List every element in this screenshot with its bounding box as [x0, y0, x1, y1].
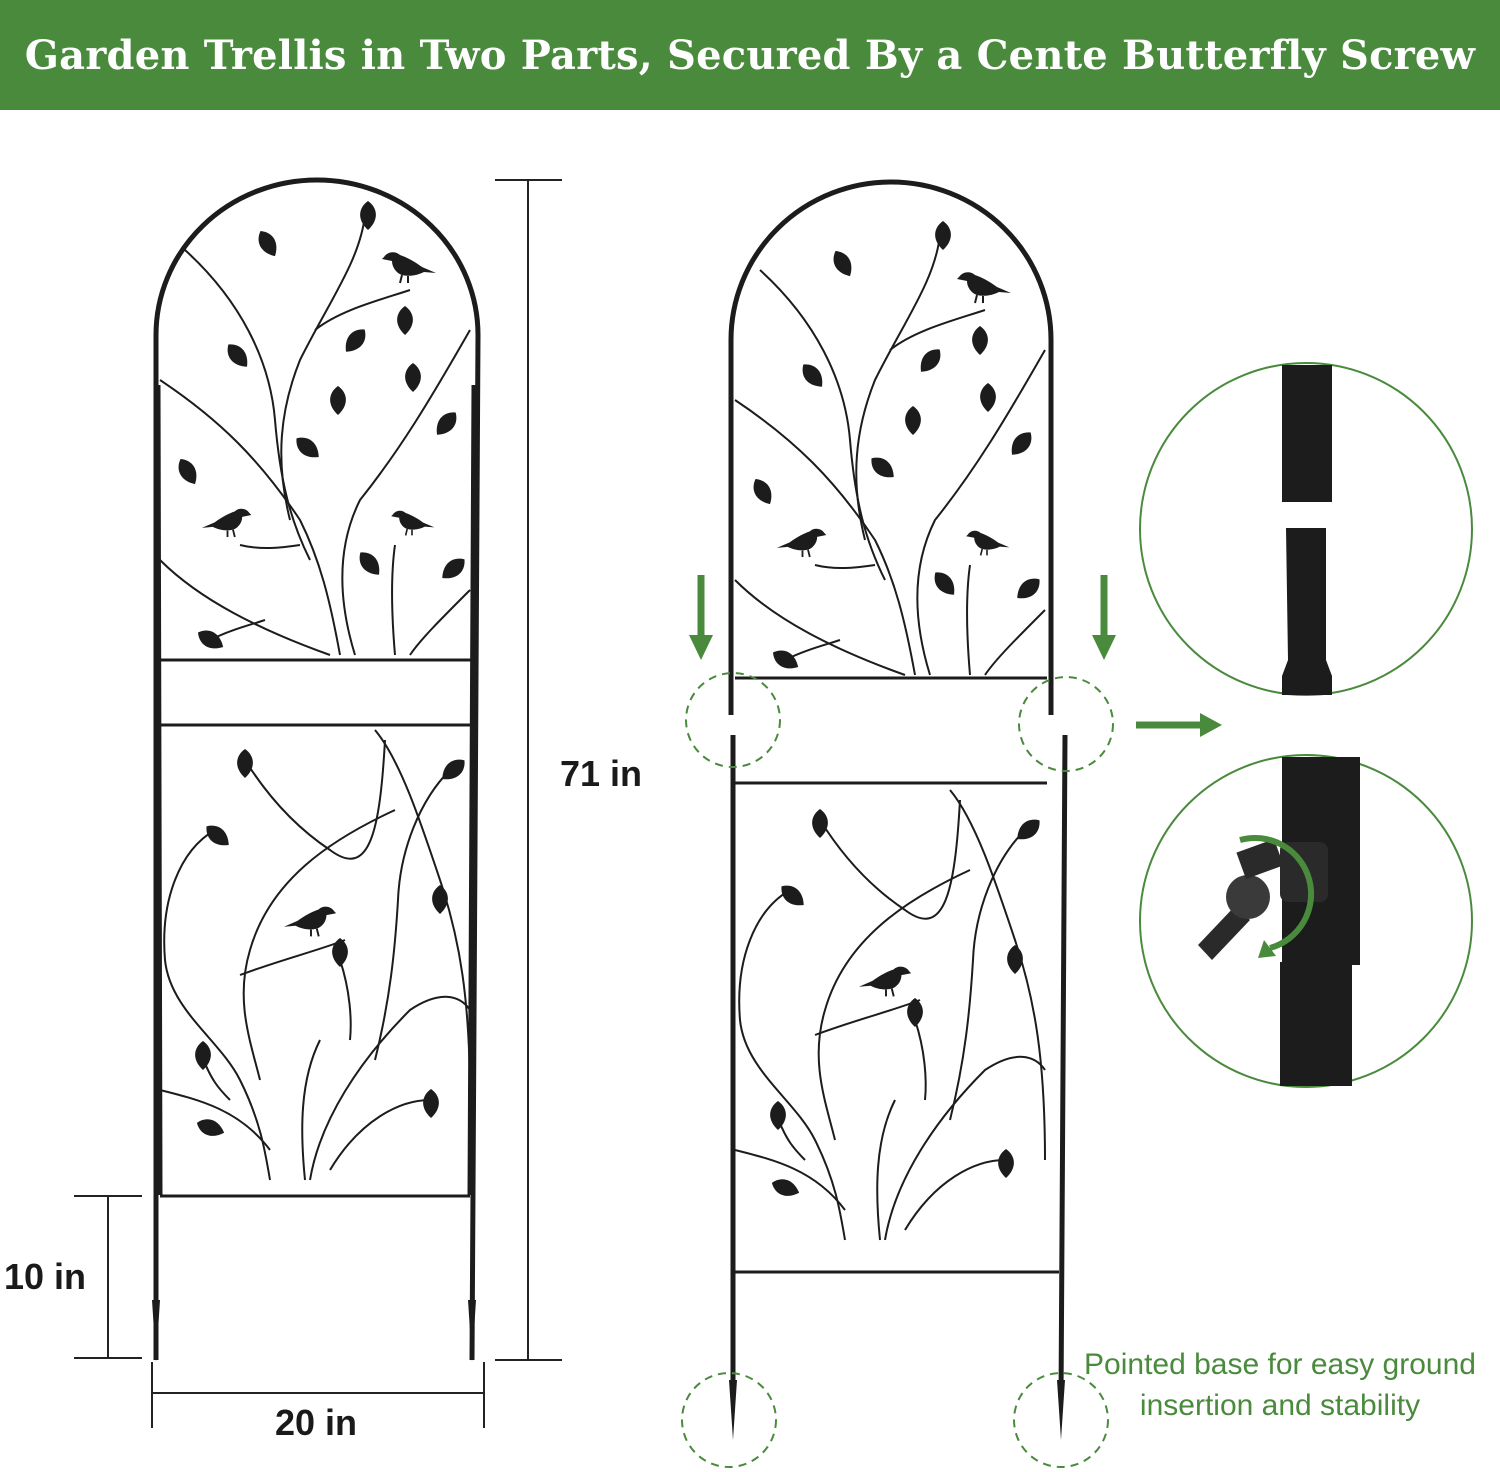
- width-dimension-label: 20 in: [275, 1402, 358, 1443]
- joint-highlights: [681, 672, 1114, 1468]
- stake-dimension-label: 10 in: [4, 1256, 87, 1297]
- down-arrow-icon: [1092, 575, 1116, 660]
- down-arrow-icon: [689, 575, 713, 660]
- banner-title: Garden Trellis in Two Parts, Secured By …: [24, 31, 1476, 79]
- base-caption: Pointed base for easy ground insertion a…: [1060, 1345, 1500, 1426]
- base-caption-line1: Pointed base for easy ground: [1084, 1348, 1476, 1381]
- trellis-illustration: [74, 177, 1473, 1468]
- detail-butterfly-screw: [1139, 754, 1473, 1088]
- product-stage: 71 in 20 in 10 in Pointed base for easy …: [0, 110, 1500, 1472]
- height-dimension-label: 71 in: [560, 753, 643, 794]
- right-arrow-icon: [1136, 713, 1222, 737]
- title-banner: Garden Trellis in Two Parts, Secured By …: [0, 0, 1500, 110]
- detail-joint-separated: [1139, 362, 1473, 696]
- right-trellis: [728, 179, 1068, 1440]
- left-trellis: [152, 177, 481, 1362]
- butterfly-screw-icon: [1198, 835, 1328, 960]
- dimension-lines: [74, 179, 562, 1428]
- base-caption-line2: insertion and stability: [1139, 1388, 1421, 1422]
